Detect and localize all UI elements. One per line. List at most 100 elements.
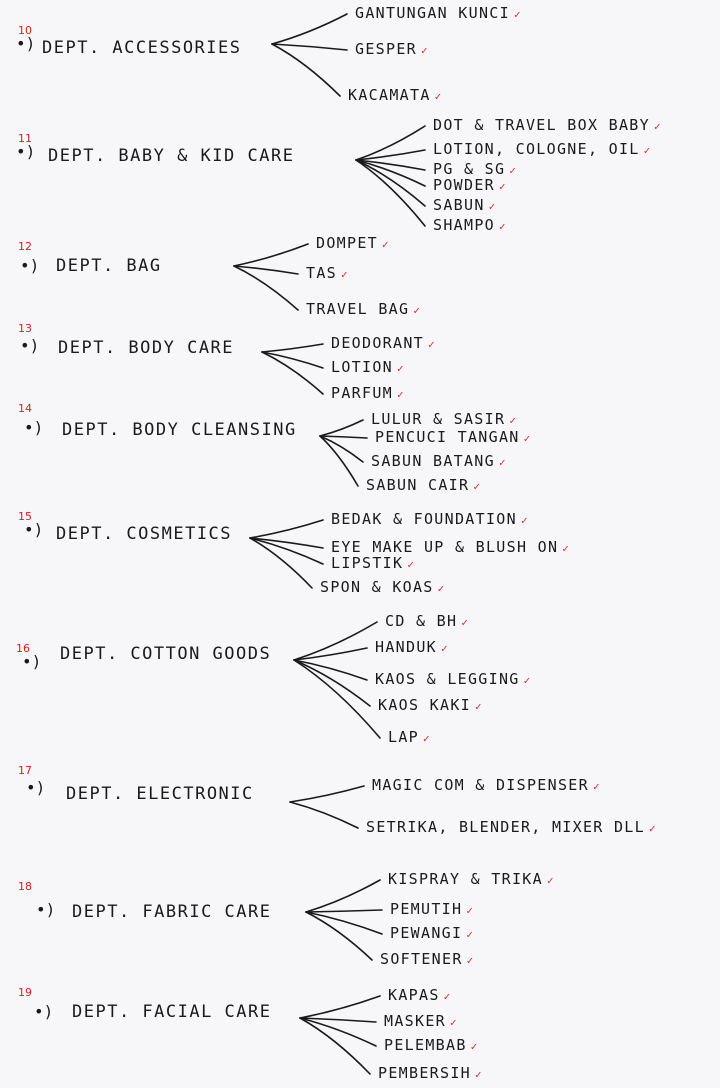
branch-line — [319, 435, 368, 439]
item-label: Masker — [384, 1012, 446, 1030]
check-mark-icon: ✓ — [473, 480, 482, 493]
branch-item: Dompet ✓ — [316, 234, 390, 252]
check-mark-icon: ✓ — [341, 268, 349, 281]
department-name: Dept. Body Care — [58, 338, 235, 358]
branch-item: Pembersih✓ — [378, 1064, 483, 1082]
department-number: 19 — [18, 986, 32, 999]
item-label: Softener — [380, 950, 463, 968]
check-mark-icon: ✓ — [423, 732, 431, 745]
bullet-mark: •) — [16, 142, 36, 161]
branch-line — [261, 343, 324, 353]
check-mark-icon: ✓ — [450, 1016, 458, 1029]
item-label: Pewangi — [390, 924, 463, 942]
branch-line — [355, 159, 426, 171]
branch-line — [233, 265, 299, 275]
check-mark-icon: ✓ — [523, 674, 532, 687]
branch-line — [293, 659, 371, 707]
branch-line — [293, 647, 368, 661]
item-label: Gesper — [355, 40, 417, 58]
branch-item: Kaos Kaki✓ — [378, 696, 483, 714]
item-label: Travel Bag — [306, 300, 410, 318]
department-number: 18 — [18, 880, 32, 893]
department-number: 13 — [18, 322, 32, 335]
branch-line — [355, 149, 426, 161]
check-mark-icon: ✓ — [466, 904, 475, 917]
branch-item: Sabun Cair✓ — [366, 476, 481, 494]
department-name: Dept. Accessories — [42, 38, 242, 58]
branch-item: Magic com & Dispenser✓ — [372, 776, 601, 794]
department-number: 14 — [18, 402, 32, 415]
branch-item: Kaos & Legging✓ — [375, 670, 532, 688]
check-mark-icon: ✓ — [653, 120, 662, 133]
item-label: Dompet — [316, 234, 378, 252]
branch-line — [289, 801, 359, 829]
branch-item: Lotion✓ — [331, 358, 405, 376]
item-label: Kaos Kaki — [378, 696, 471, 714]
branch-item: Sabun Batang✓ — [371, 452, 507, 470]
bullet-mark: •) — [22, 652, 42, 671]
branch-item: Deodorant✓ — [331, 334, 436, 352]
branch-item: Lap✓ — [388, 728, 431, 746]
item-label: Setrika, Blender, Mixer dll — [366, 818, 645, 836]
branch-item: Lipstik✓ — [331, 554, 415, 572]
branch-item: Gesper✓ — [355, 40, 429, 58]
item-label: Magic com & Dispenser — [372, 776, 589, 794]
department-number: 11 — [18, 132, 32, 145]
branch-line — [233, 265, 299, 311]
check-mark-icon: ✓ — [382, 238, 390, 251]
check-mark-icon: ✓ — [499, 180, 507, 193]
branch-item: Bedak & Foundation✓ — [331, 510, 529, 528]
check-mark-icon: ✓ — [441, 642, 449, 655]
branch-line — [271, 43, 341, 97]
branch-item: Lulur & Sasir✓ — [371, 410, 517, 428]
branch-line — [249, 519, 324, 539]
check-mark-icon: ✓ — [427, 338, 436, 351]
check-mark-icon: ✓ — [509, 164, 518, 177]
bullet-mark: •) — [26, 778, 46, 797]
check-mark-icon: ✓ — [643, 144, 652, 157]
item-label: Sabun Batang — [371, 452, 495, 470]
branch-item: Spon & Koas✓ — [320, 578, 446, 596]
department-number: 12 — [18, 240, 32, 253]
bullet-mark: •) — [16, 34, 36, 53]
branch-item: Shampo✓ — [433, 216, 507, 234]
check-mark-icon: ✓ — [443, 990, 452, 1003]
department-name: Dept. Electronic — [66, 784, 254, 804]
branch-item: Eye make up & Blush on✓ — [331, 538, 570, 556]
check-mark-icon: ✓ — [648, 822, 657, 835]
check-mark-icon: ✓ — [466, 954, 475, 967]
branch-line — [233, 243, 309, 267]
branch-line — [293, 621, 378, 661]
check-mark-icon: ✓ — [397, 388, 405, 401]
item-label: Sabun Cair — [366, 476, 470, 494]
check-mark-icon: ✓ — [499, 220, 507, 233]
branch-line — [305, 879, 381, 913]
department-name: Dept. Cotton Goods — [60, 644, 272, 664]
item-label: Spon & Koas — [320, 578, 434, 596]
item-label: Lotion — [331, 358, 393, 376]
branch-line — [293, 659, 381, 739]
bullet-mark: •) — [36, 900, 56, 919]
item-label: Handuk — [375, 638, 437, 656]
branch-line — [249, 537, 313, 589]
check-mark-icon: ✓ — [470, 1040, 479, 1053]
branch-item: Kacamata✓ — [348, 86, 443, 104]
branch-line — [305, 909, 383, 913]
department-name: Dept. Baby & Kid care — [48, 146, 295, 166]
branch-line — [261, 351, 324, 369]
item-label: Pelembab — [384, 1036, 467, 1054]
item-label: Eye make up & Blush on — [331, 538, 559, 556]
branch-line — [355, 159, 426, 227]
branch-line — [319, 435, 364, 463]
branch-line — [271, 13, 348, 45]
branch-item: Lotion, Cologne, Oil✓ — [433, 140, 652, 158]
branch-item: Kapas✓ — [388, 986, 452, 1004]
department-name: Dept. Cosmetics — [56, 524, 233, 544]
branch-line — [261, 351, 324, 395]
item-label: Lipstik — [331, 554, 404, 572]
check-mark-icon: ✓ — [437, 582, 446, 595]
branch-line — [271, 43, 348, 51]
branch-item: Pewangi✓ — [390, 924, 474, 942]
branch-item: Dot & Travel box baby✓ — [433, 116, 662, 134]
